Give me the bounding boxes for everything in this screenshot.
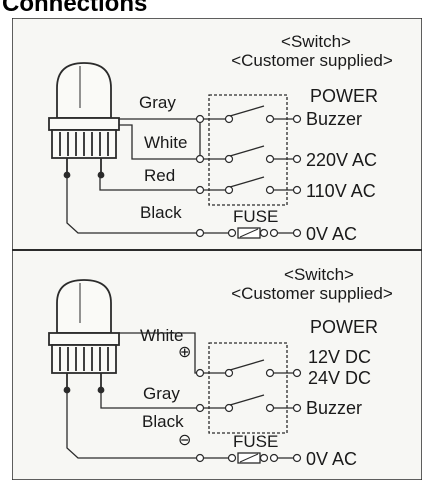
page-heading: Connections (2, 0, 148, 17)
bottom-beacon-lamp-icon (48, 279, 120, 394)
bottom-switch-box (208, 342, 288, 434)
top-wire-red-label: Red (144, 166, 175, 185)
bottom-terminal-power: POWER (310, 317, 378, 337)
top-switch-levers (203, 105, 294, 234)
top-terminal-buzzer: Buzzer (306, 109, 362, 129)
minus-symbol: ⊖ (178, 432, 191, 449)
top-fuse-element (239, 228, 259, 238)
top-wire-gray-label: Gray (139, 93, 176, 112)
top-fuse-label: FUSE (233, 207, 278, 226)
top-terminal-0v: 0V AC (306, 224, 357, 244)
bottom-wire-gray-label: Gray (143, 384, 180, 403)
top-switch-box (208, 94, 288, 206)
connections-panel: <Switch> <Customer supplied> Gray White … (12, 18, 422, 480)
top-wire-black-label: Black (140, 203, 182, 222)
bottom-switch-subtitle: <Customer supplied> (231, 284, 393, 303)
diagram-bottom: <Switch> <Customer supplied> White ⊕ Gra… (48, 265, 393, 469)
top-switch-subtitle: <Customer supplied> (231, 51, 393, 70)
bottom-switch-title: <Switch> (284, 265, 354, 284)
bottom-fuse-label: FUSE (233, 432, 278, 451)
diagram-top: <Switch> <Customer supplied> Gray White … (48, 32, 393, 244)
top-terminal-110v: 110V AC (306, 181, 376, 201)
top-wire-white-label: White (144, 133, 187, 152)
bottom-wire-black-label: Black (142, 412, 184, 431)
bottom-terminal-24v: 24V DC (308, 368, 371, 388)
wiring-diagrams: <Switch> <Customer supplied> Gray White … (12, 18, 422, 480)
top-wires (66, 118, 201, 234)
bottom-terminal-0v: 0V AC (306, 449, 357, 469)
plus-symbol: ⊕ (178, 344, 191, 361)
top-beacon-lamp-icon (48, 62, 120, 179)
top-terminal-220v: 220V AC (306, 150, 377, 170)
top-switch-title: <Switch> (281, 32, 351, 51)
top-terminal-power: POWER (310, 86, 378, 106)
bottom-wire-white-label: White (140, 326, 183, 345)
bottom-terminal-buzzer: Buzzer (306, 398, 362, 418)
bottom-switch-levers (203, 359, 294, 459)
top-switch-contacts (195, 114, 302, 238)
bottom-terminal-12v: 12V DC (308, 347, 371, 367)
bottom-fuse-element (239, 453, 259, 463)
